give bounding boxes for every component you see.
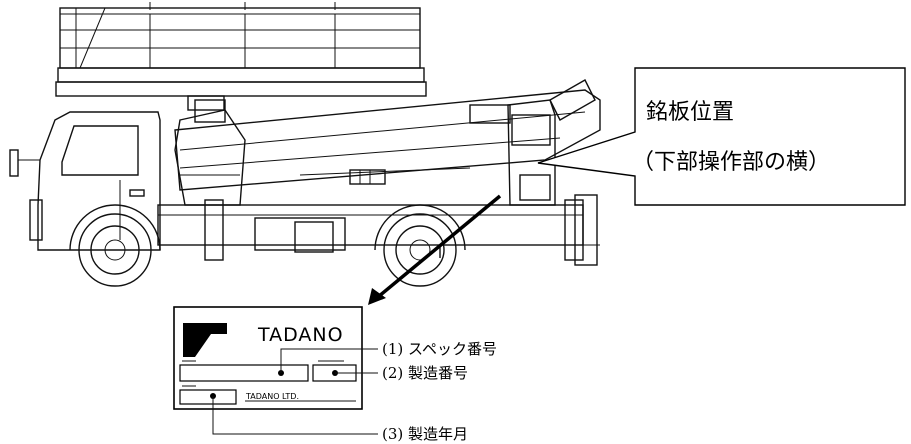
aerial-work-truck — [9, 2, 601, 287]
callout-title: 銘板位置 — [646, 100, 734, 125]
lower-control-unit — [507, 79, 596, 206]
boom-turret — [174, 99, 246, 206]
nameplate-brand: TADANO — [257, 324, 344, 346]
nameplate: TADANO TADANO LTD. — [173, 306, 363, 410]
nameplate-company: TADANO LTD. — [245, 392, 299, 401]
telescopic-boom — [174, 89, 601, 191]
manufacture-date-field — [179, 389, 237, 405]
rear-wheel — [383, 213, 457, 287]
label-spec-number: (1) スペック番号 — [382, 340, 497, 358]
front-wheel — [78, 213, 152, 287]
callout-subtitle: （下部操作部の横） — [632, 150, 830, 175]
spec-number-field — [179, 364, 309, 382]
label-serial-number: (2) 製造番号 — [382, 364, 468, 382]
work-platform-basket — [55, 2, 427, 111]
label-manufacture-date: (3) 製造年月 — [382, 425, 468, 443]
tadano-logo-icon — [183, 323, 227, 357]
leader-lines — [210, 348, 378, 435]
location-callout — [537, 67, 906, 206]
pointer-arrow — [368, 194, 502, 305]
